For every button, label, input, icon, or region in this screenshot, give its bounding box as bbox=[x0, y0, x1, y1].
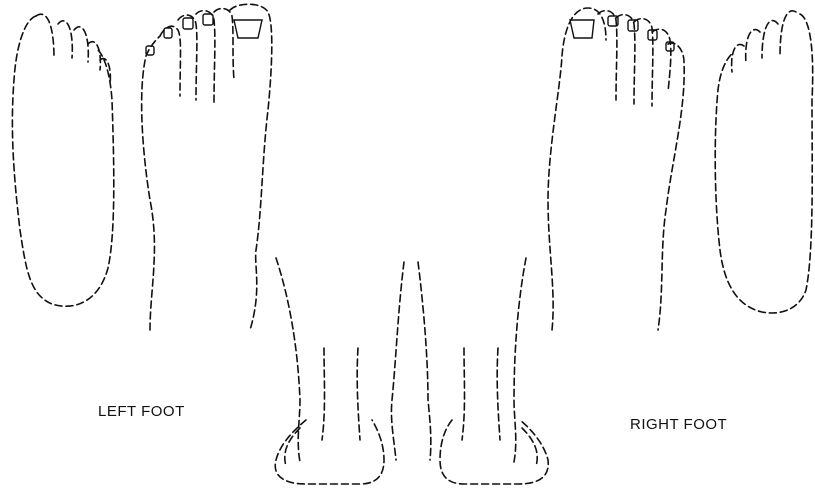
left-foot-heel bbox=[275, 258, 404, 484]
right-foot-sole bbox=[715, 11, 812, 313]
left-foot-top bbox=[142, 4, 272, 330]
right-foot-label: RIGHT FOOT bbox=[630, 416, 727, 433]
right-foot-heel bbox=[418, 258, 548, 484]
right-foot-top bbox=[548, 8, 684, 330]
left-foot-sole bbox=[12, 14, 113, 306]
left-foot-label: LEFT FOOT bbox=[98, 403, 185, 420]
